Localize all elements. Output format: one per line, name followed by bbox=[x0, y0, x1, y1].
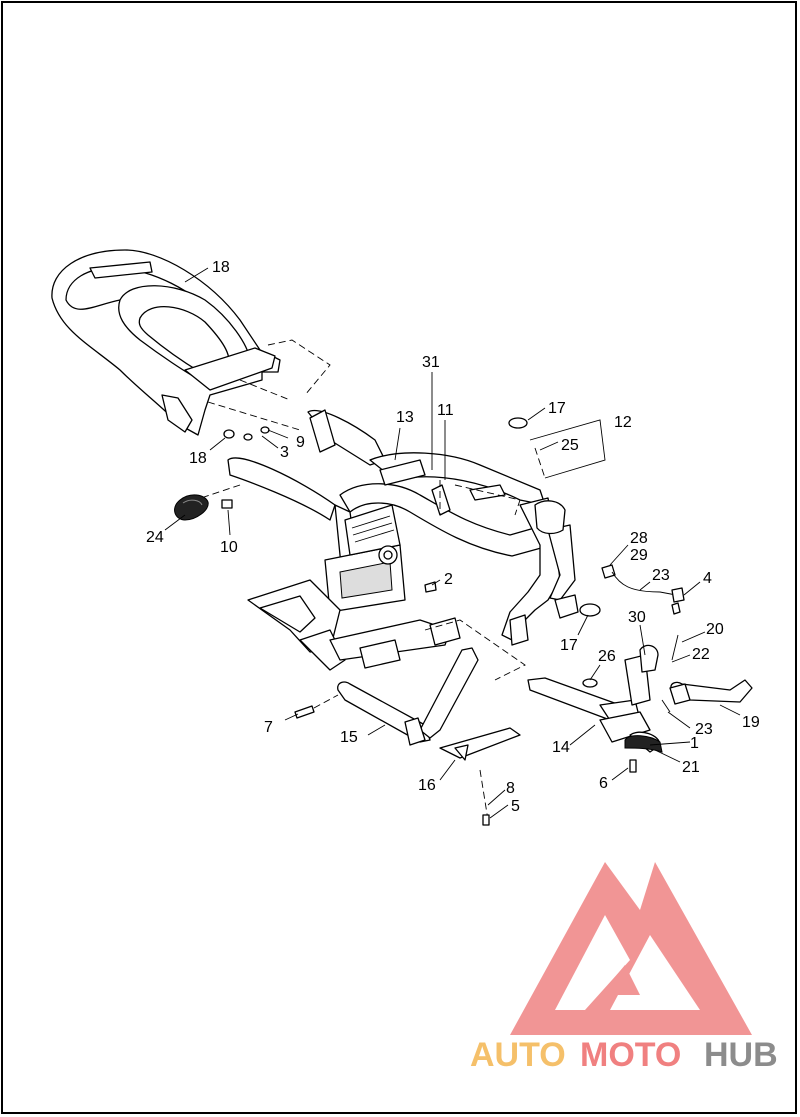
wire-clip bbox=[431, 484, 451, 516]
watermark-logo bbox=[510, 862, 752, 1035]
watermark-moto: MOTO bbox=[580, 1036, 681, 1074]
rear-fender bbox=[51, 249, 281, 436]
reflector bbox=[174, 494, 209, 521]
bushing-26 bbox=[582, 678, 598, 688]
callout-18: 18 bbox=[189, 450, 207, 467]
brake-pedal bbox=[669, 679, 753, 705]
callout-21: 20 bbox=[706, 621, 724, 638]
callout-17-top: 17 bbox=[548, 400, 566, 417]
watermark-hub: HUB bbox=[704, 1036, 778, 1074]
callout-17-lower: 17 bbox=[560, 637, 578, 654]
callout-23-top: 22 bbox=[692, 646, 710, 663]
callout-20: 19 bbox=[742, 714, 760, 731]
bolt-7 bbox=[294, 705, 315, 719]
callout-22: 21 bbox=[682, 759, 700, 776]
fasteners-rear bbox=[221, 426, 270, 509]
callout-15: 15 bbox=[340, 729, 358, 746]
callout-4: 4 bbox=[703, 570, 712, 587]
watermark-text: AUTO MOTO HUB bbox=[470, 1036, 778, 1074]
callout-6: 6 bbox=[599, 775, 608, 792]
callout-26: 26 bbox=[598, 648, 616, 665]
callout-13: 13 bbox=[396, 409, 414, 426]
callout-14: 14 bbox=[552, 739, 570, 756]
main-frame bbox=[227, 409, 579, 671]
callout-11: 11 bbox=[437, 402, 454, 419]
callout-30: 30 bbox=[628, 609, 646, 626]
grommet-17-top bbox=[508, 417, 528, 429]
footpeg-22 bbox=[624, 735, 663, 753]
bolt-6 bbox=[629, 759, 637, 773]
leader-lines bbox=[164, 267, 741, 819]
callout-8: 8 bbox=[506, 780, 515, 797]
callout-24: 23 bbox=[652, 567, 670, 584]
callout-3: 3 bbox=[280, 444, 289, 461]
callout-27: 25 bbox=[561, 437, 579, 454]
grommet-17-lower bbox=[579, 603, 601, 617]
jiffy-stand bbox=[337, 647, 479, 746]
callout-9: 9 bbox=[296, 434, 305, 451]
callout-25: 24 bbox=[146, 529, 164, 546]
callout-19: 18 bbox=[212, 259, 230, 276]
callout-10: 10 bbox=[220, 539, 238, 556]
foot-control-assembly bbox=[527, 644, 661, 753]
screw-5 bbox=[482, 814, 490, 826]
callout-12: 12 bbox=[614, 414, 632, 431]
callout-29: 29 bbox=[630, 547, 648, 564]
callout-28: 28 bbox=[630, 530, 648, 547]
callout-2: 2 bbox=[444, 571, 453, 588]
watermark-auto: AUTO bbox=[470, 1036, 566, 1074]
callout-7: 7 bbox=[264, 719, 273, 736]
callout-5: 5 bbox=[511, 798, 520, 815]
callout-23-lower: 23 bbox=[695, 721, 713, 738]
callout-1: 1 bbox=[690, 735, 699, 752]
callout-31: 31 bbox=[422, 354, 440, 371]
stand-bracket bbox=[439, 727, 521, 761]
stoplight-switch bbox=[601, 564, 685, 603]
callout-labels: 18 18 3 9 10 24 13 31 11 17 12 25 2 7 15… bbox=[146, 259, 760, 815]
callout-16: 16 bbox=[418, 777, 436, 794]
